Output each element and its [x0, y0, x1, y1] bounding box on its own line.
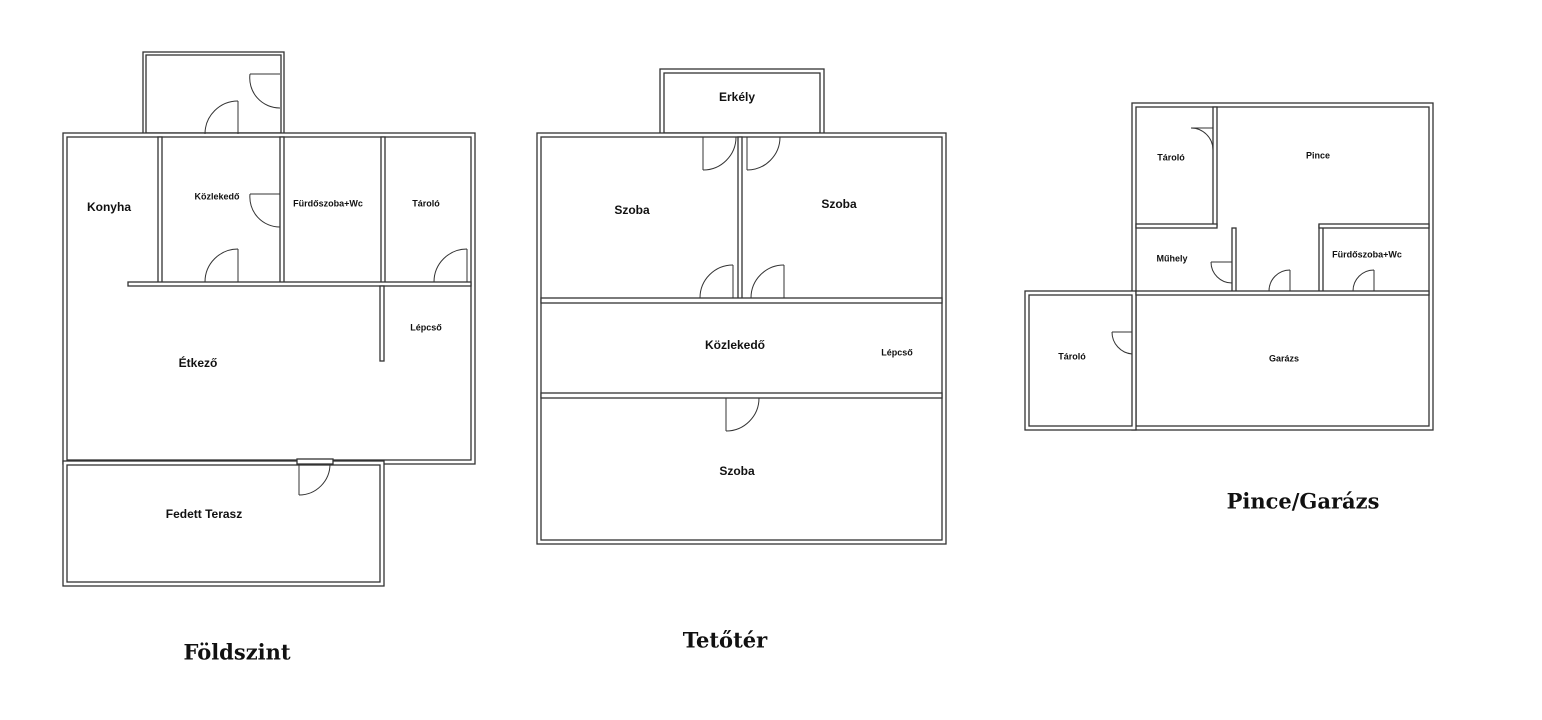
- ground-floor-plan: Konyha Közlekedő Fürdőszoba+Wc Tároló Lé…: [62, 51, 476, 665]
- door: [699, 264, 734, 299]
- room-label-tarolo-top: Tároló: [1157, 152, 1185, 162]
- room-label-szoba-bottom: Szoba: [719, 464, 755, 478]
- door: [702, 136, 737, 171]
- door: [296, 458, 334, 496]
- room-label-szoba-right: Szoba: [821, 197, 857, 211]
- basement-floor-title: Pince/Garázs: [1227, 489, 1380, 514]
- room-label-pince: Pince: [1306, 150, 1330, 160]
- door: [1111, 331, 1133, 355]
- room-label-garazs: Garázs: [1269, 353, 1299, 363]
- door: [204, 100, 239, 135]
- room-label-kozlekedo: Közlekedő: [194, 191, 240, 201]
- door: [1352, 269, 1375, 292]
- entrance-room-walls: [142, 51, 285, 137]
- basement-main-walls: [1131, 102, 1434, 431]
- door: [1190, 127, 1214, 151]
- room-label-furdoszoba: Fürdőszoba+Wc: [1332, 249, 1402, 259]
- door: [1268, 269, 1291, 292]
- door: [249, 193, 281, 228]
- door: [433, 248, 468, 283]
- attic-floor-title: Tetőtér: [683, 628, 768, 653]
- room-label-erkely: Erkély: [719, 90, 755, 104]
- room-label-tarolo: Tároló: [412, 198, 440, 208]
- ground-main-walls: [62, 132, 476, 465]
- ground-floor-title: Földszint: [183, 640, 290, 665]
- attic-floor-plan: Erkély Szoba Szoba Közlekedő Lépcső Szob…: [536, 68, 947, 653]
- room-label-etkezo: Étkező: [179, 355, 218, 370]
- basement-floor-plan: Tároló Pince Műhely Fürdőszoba+Wc Tároló…: [1024, 102, 1434, 514]
- door: [725, 397, 760, 432]
- room-label-konyha: Konyha: [87, 200, 131, 214]
- room-label-szoba-left: Szoba: [614, 203, 650, 217]
- room-label-tarolo-left: Tároló: [1058, 351, 1086, 361]
- room-label-terasz: Fedett Terasz: [166, 507, 242, 521]
- door: [746, 136, 781, 171]
- room-label-kozlekedo: Közlekedő: [705, 338, 765, 352]
- room-label-muhely: Műhely: [1156, 253, 1187, 263]
- door: [204, 248, 239, 283]
- door: [750, 264, 785, 299]
- left-storage-walls: [1024, 290, 1137, 431]
- terrace-walls: [62, 460, 385, 587]
- room-label-furdoszoba: Fürdőszoba+Wc: [293, 198, 363, 208]
- room-label-lepcso: Lépcső: [410, 322, 442, 332]
- room-label-lepcso: Lépcső: [881, 347, 913, 357]
- door: [249, 73, 281, 109]
- door: [1210, 261, 1233, 284]
